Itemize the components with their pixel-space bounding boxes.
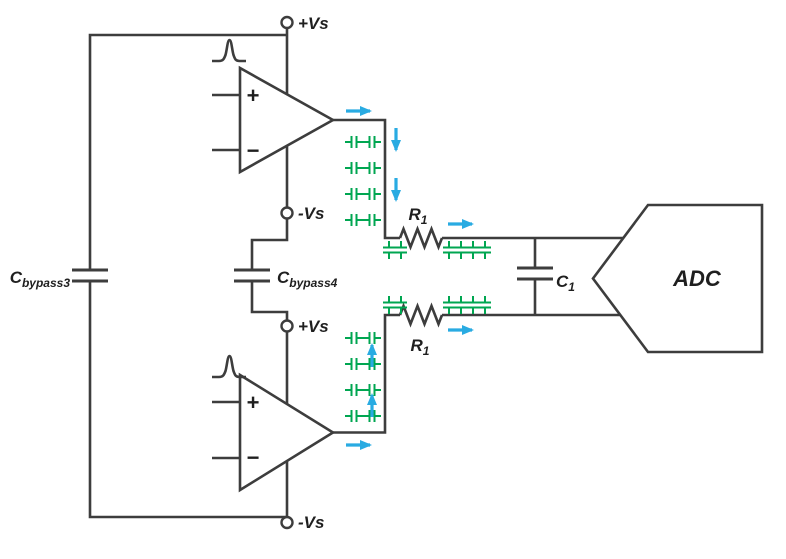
resistor-r1-top xyxy=(398,225,444,251)
parasitic-cap-icon xyxy=(479,241,491,259)
capacitor-cbypass4 xyxy=(234,268,270,283)
parasitic-cap-icon xyxy=(467,241,479,259)
terminal-bottom-neg-supply xyxy=(280,515,294,530)
parasitic-cap-icon xyxy=(345,214,363,226)
resistor-r1-bottom xyxy=(398,302,444,328)
label-r1-top: R1 xyxy=(409,205,428,227)
parasitic-cap-icon xyxy=(443,241,455,259)
label-top-neg-supply: -Vs xyxy=(298,204,324,223)
label-r1-bottom: R1 xyxy=(411,336,430,358)
adc-shape xyxy=(591,203,764,354)
opamp-top-minus-sign: − xyxy=(247,138,260,163)
opamp-bottom-plus-sign: + xyxy=(247,390,260,415)
label-bottom-neg-supply: -Vs xyxy=(298,513,324,532)
parasitic-cap-icon xyxy=(395,241,407,259)
parasitic-cap-icon xyxy=(395,296,407,314)
parasitic-cap-icon xyxy=(363,188,381,200)
wire-top-opamp-input-stubs xyxy=(212,93,240,152)
wire-bottom-signal-trace xyxy=(333,313,620,434)
signal-flow-arrows xyxy=(346,106,474,450)
parasitic-cap-icon xyxy=(363,410,381,422)
capacitor-cbypass3 xyxy=(72,268,108,283)
parasitic-cap-icon xyxy=(345,136,363,148)
wiring xyxy=(88,28,623,519)
parasitic-cap-icon xyxy=(345,384,363,396)
parasitic-cap-icon xyxy=(363,332,381,344)
opamp-top-triangle xyxy=(238,65,336,175)
opamp-top-plus-sign: + xyxy=(247,83,260,108)
pulse-waveform-icon xyxy=(212,38,246,63)
wire-top-signal-trace xyxy=(333,118,623,240)
parasitic-cap-icon xyxy=(363,384,381,396)
opamp-bottom-triangle xyxy=(238,372,336,493)
parasitic-cap-icon xyxy=(345,188,363,200)
wire-left-bypass-rail xyxy=(88,33,287,519)
capacitor-plates xyxy=(517,266,553,281)
label-c1: C1 xyxy=(556,272,575,294)
capacitor-plates xyxy=(72,268,108,283)
terminal-top-pos-supply xyxy=(280,15,294,30)
parasitic-cap-icon xyxy=(443,296,455,314)
parasitic-cap-icon xyxy=(467,296,479,314)
wire-mid-bypass-rail xyxy=(250,218,289,321)
parasitic-cap-icon xyxy=(383,241,395,259)
parasitic-cap-icon xyxy=(479,296,491,314)
pulse-waveform-icon xyxy=(212,354,246,379)
terminal-top-neg-supply xyxy=(280,206,294,220)
label-cbypass3: Cbypass3 xyxy=(10,268,71,290)
adc-block: ADC xyxy=(591,203,764,354)
opamp-top: + − xyxy=(212,38,336,175)
parasitic-cap-icon xyxy=(455,296,467,314)
opamp-bottom-minus-sign: − xyxy=(247,445,260,470)
parasitic-cap-icon xyxy=(363,358,381,370)
parasitic-cap-icon xyxy=(455,241,467,259)
adc-label: ADC xyxy=(672,266,722,291)
parasitic-cap-icon xyxy=(363,162,381,174)
parasitic-cap-icon xyxy=(345,410,363,422)
parasitic-cap-icon xyxy=(345,332,363,344)
parasitic-cap-icon xyxy=(383,296,395,314)
parasitic-capacitance-top xyxy=(345,136,491,259)
parasitic-capacitance-bottom xyxy=(345,296,491,422)
label-top-pos-supply: +Vs xyxy=(298,14,329,33)
capacitor-plates xyxy=(234,268,270,283)
parasitic-cap-icon xyxy=(363,136,381,148)
parasitic-cap-icon xyxy=(345,162,363,174)
label-cbypass4: Cbypass4 xyxy=(277,268,338,290)
wire-bottom-opamp-input-stubs xyxy=(212,400,240,460)
capacitor-c1 xyxy=(517,266,553,281)
parasitic-cap-icon xyxy=(345,358,363,370)
parasitic-cap-icon xyxy=(363,214,381,226)
opamp-bottom: + − xyxy=(212,354,336,493)
terminal-bottom-pos-supply xyxy=(280,319,294,333)
label-bottom-pos-supply: +Vs xyxy=(298,317,329,336)
